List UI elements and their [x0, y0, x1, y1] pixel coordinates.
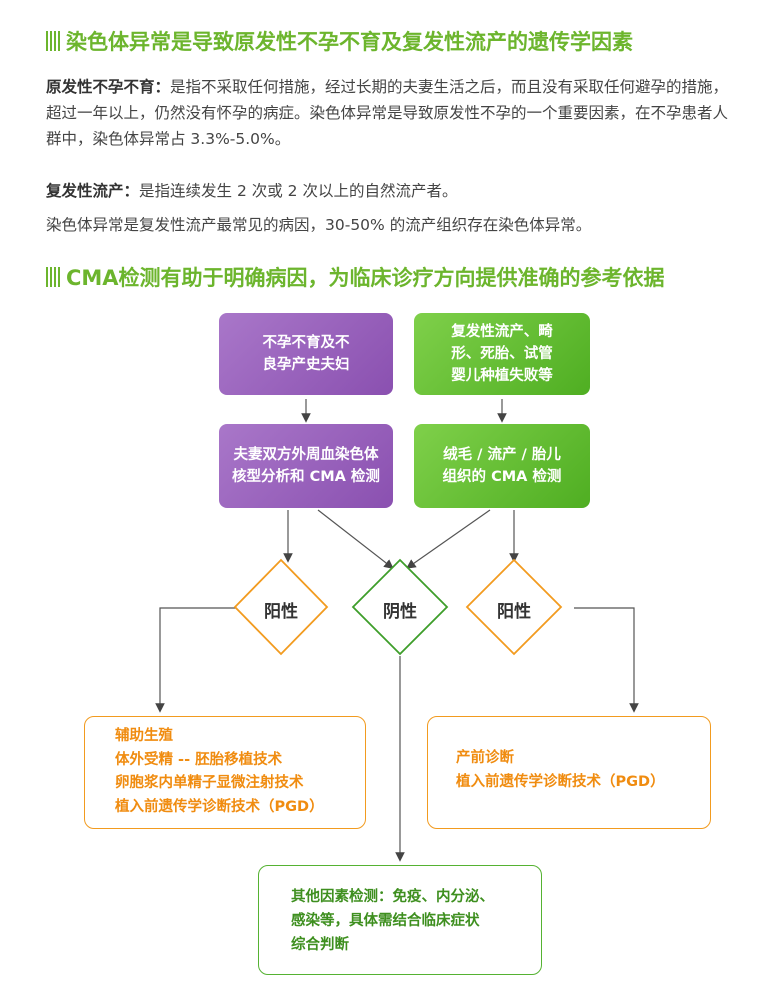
- box-line: 绒毛 / 流产 / 胎儿: [443, 447, 561, 463]
- box-recurrent-miscarriage: 复发性流产、畸 形、死胎、试管 婴儿种植失败等: [414, 313, 590, 395]
- box-line: 植入前遗传学诊断技术（PGD）: [456, 773, 665, 790]
- box-tissue-cma-test: 绒毛 / 流产 / 胎儿 组织的 CMA 检测: [414, 424, 590, 508]
- section-title-genetics: 染色体异常是导致原发性不孕不育及复发性流产的遗传学因素: [46, 26, 633, 56]
- box-line: 辅助生殖: [115, 728, 173, 744]
- title-bar-icon: [46, 31, 62, 51]
- box-line: 卵胞浆内单精子显微注射技术: [115, 775, 304, 791]
- label-negative: 阴性: [383, 602, 417, 622]
- arrow-couple-to-negative: [317, 509, 394, 569]
- box-infertile-couples: 不孕不育及不 良孕产史夫妇: [219, 313, 393, 395]
- box-line: 夫妻双方外周血染色体: [233, 447, 379, 463]
- box-line: 体外受精 -- 胚胎移植技术: [115, 751, 283, 768]
- section-title-cma: CMA检测有助于明确病因，为临床诊疗方向提供准确的参考依据: [46, 262, 665, 292]
- definition-recurrent-miscarriage: 是指连续发生 2 次或 2 次以上的自然流产者。: [139, 182, 458, 200]
- arrow-tissue-to-negative: [406, 509, 491, 569]
- diamond-negative: [351, 558, 449, 656]
- chromosome-cause-text: 染色体异常是复发性流产最常见的病因，30-50% 的流产组织存在染色体异常。: [46, 216, 592, 234]
- title-bar-icon: [46, 267, 62, 287]
- box-assisted-reproduction: 辅助生殖 体外受精 -- 胚胎移植技术 卵胞浆内单精子显微注射技术 植入前遗传学…: [84, 716, 366, 829]
- box-line: 核型分析和 CMA 检测: [232, 469, 380, 485]
- box-line: 婴儿种植失败等: [451, 368, 553, 384]
- box-line: 不孕不育及不: [262, 335, 350, 351]
- diamond-positive-left: [233, 558, 329, 656]
- box-line: 感染等，具体需结合临床症状: [291, 913, 480, 929]
- section-title-text: CMA检测有助于明确病因，为临床诊疗方向提供准确的参考依据: [66, 266, 665, 290]
- diamond-positive-right: [465, 558, 563, 656]
- paragraph-recurrent-miscarriage: 复发性流产：是指连续发生 2 次或 2 次以上的自然流产者。: [46, 178, 736, 204]
- term-primary-infertility: 原发性不孕不育：: [46, 78, 171, 96]
- box-other-factors: 其他因素检测：免疫、内分泌、 感染等，具体需结合临床症状 综合判断: [258, 865, 542, 975]
- definition-primary-infertility: 是指不采取任何措施，经过长期的夫妻生活之后，而且没有采取任何避孕的措施，超过一年…: [46, 78, 729, 148]
- arrow-positive-to-prenatal: [574, 607, 639, 713]
- arrow-positive-to-art: [155, 607, 238, 713]
- box-line: 综合判断: [291, 937, 349, 953]
- box-line: 组织的 CMA 检测: [442, 469, 562, 485]
- paragraph-chromosome-cause: 染色体异常是复发性流产最常见的病因，30-50% 的流产组织存在染色体异常。: [46, 212, 736, 238]
- box-line: 产前诊断: [456, 750, 514, 766]
- box-couple-cma-test: 夫妻双方外周血染色体 核型分析和 CMA 检测: [219, 424, 393, 508]
- box-line: 复发性流产、畸: [451, 324, 553, 340]
- box-line: 其他因素检测：免疫、内分泌、: [291, 889, 494, 905]
- box-prenatal-diagnosis: 产前诊断 植入前遗传学诊断技术（PGD）: [427, 716, 711, 829]
- box-line: 形、死胎、试管: [451, 346, 553, 362]
- section-title-text: 染色体异常是导致原发性不孕不育及复发性流产的遗传学因素: [66, 30, 633, 54]
- term-recurrent-miscarriage: 复发性流产：: [46, 182, 140, 200]
- box-line: 良孕产史夫妇: [262, 357, 350, 373]
- label-positive-right: 阳性: [497, 602, 531, 622]
- box-line: 植入前遗传学诊断技术（PGD）: [115, 798, 324, 815]
- label-positive-left: 阳性: [264, 602, 298, 622]
- paragraph-primary-infertility: 原发性不孕不育：是指不采取任何措施，经过长期的夫妻生活之后，而且没有采取任何避孕…: [46, 74, 736, 152]
